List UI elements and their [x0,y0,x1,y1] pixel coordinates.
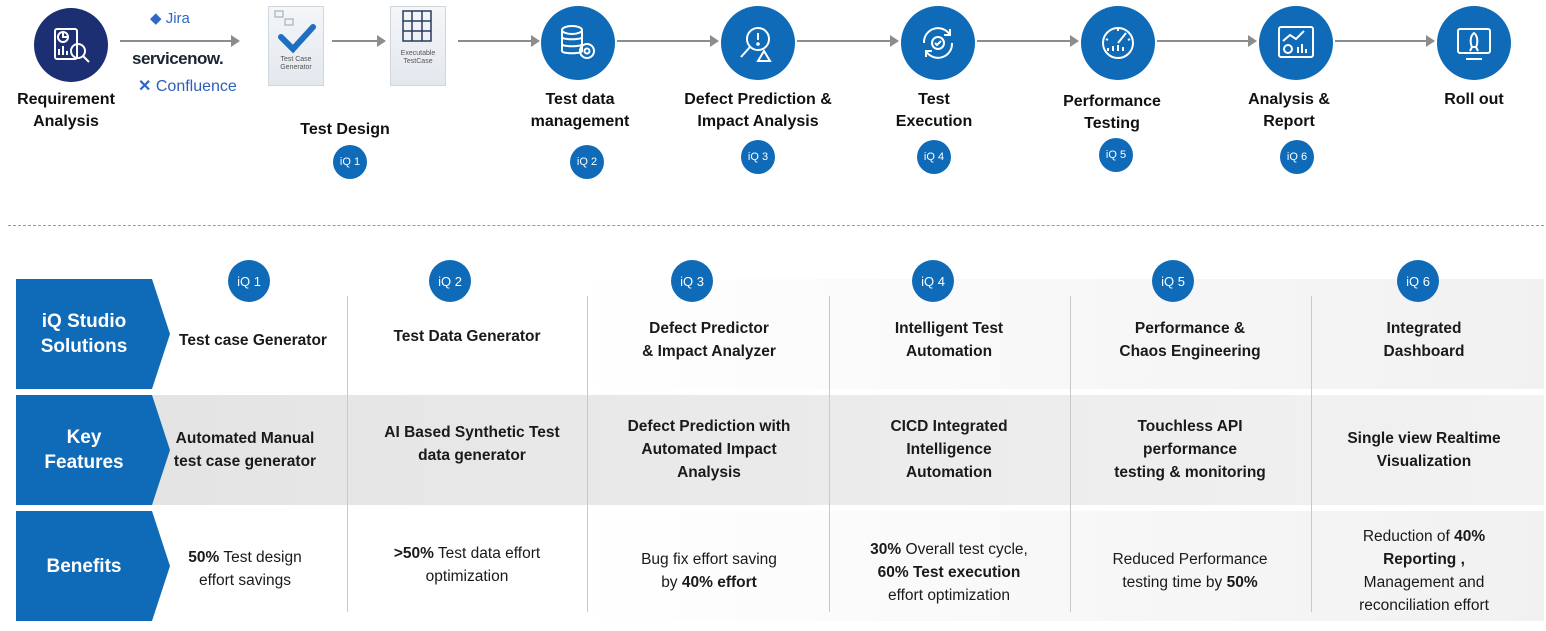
solution-cell: Performance & Chaos Engineering [1119,320,1261,360]
rocket-icon [1457,28,1491,60]
column-badge-iq2: iQ 2 [429,260,471,302]
benefit-cell: >50% Test data effort optimization [393,545,541,585]
row-label-benefits: Benefits [16,511,152,621]
grid-table-icon [402,10,432,42]
iq3-badge: iQ 3 [741,140,775,174]
column-separator [1070,296,1071,612]
feature-cell: Touchless API performance testing & moni… [1114,418,1266,481]
section-divider [8,225,1544,226]
stage-label-defect: Defect Prediction & Impact Analysis [684,91,832,130]
chart-analysis-icon [54,28,90,63]
flow-arrow [797,35,899,47]
feature-cell: Single view Realtime Visualization [1347,430,1501,470]
executable-testcase-document [390,6,446,86]
stage-label-performance: Performance Testing [1063,93,1161,132]
feature-cell: Defect Prediction with Automated Impact … [627,418,791,481]
row-label-features: Key Features [16,395,152,505]
stage-label-test-data: Test data management [530,91,630,130]
flow-arrow [617,35,719,47]
servicenow-logo: servicenow. [132,49,224,68]
benefit-cell: Reduction of 40% Reporting , Management … [1359,528,1489,614]
executable-testcase-caption: Executable TestCase [400,50,436,65]
test-case-generator-caption: Test Case Generator [280,56,312,71]
dashboard-icon [1278,26,1314,58]
iq4-badge: iQ 4 [917,140,951,174]
confluence-icon: ✕ [138,78,156,95]
stage-label-execution: Test Execution [895,91,973,130]
solution-cell: Test case Generator [179,332,327,349]
feature-cell: Automated Manual test case generator [173,430,317,470]
requirement-analysis-node [34,8,108,82]
test-case-generator-document [268,6,324,86]
iq5-badge: iQ 5 [1099,138,1133,172]
confluence-logo: ✕ Confluence [138,78,237,95]
flow-arrow [458,35,540,47]
flow-arrow [332,35,386,47]
roll-out-node [1437,6,1511,80]
column-badge-iq3: iQ 3 [671,260,713,302]
flow-arrow [120,35,240,47]
iq2-badge: iQ 2 [570,145,604,179]
benefit-cell: 30% Overall test cycle, 60% Test executi… [870,541,1028,604]
flow-arrow [977,35,1079,47]
flow-arrow [1157,35,1257,47]
test-execution-node [901,6,975,80]
benefit-cell: Reduced Performance testing time by 50% [1112,551,1268,591]
performance-testing-node [1081,6,1155,80]
column-separator [347,296,348,612]
analysis-report-node [1259,6,1333,80]
column-badge-iq4: iQ 4 [912,260,954,302]
test-data-management-node [541,6,615,80]
stage-label-test-design: Test Design [300,121,390,138]
feature-cell: CICD Integrated Intelligence Automation [890,418,1008,481]
row-label-solutions: iQ Studio Solutions [16,279,152,389]
solution-cell: Intelligent Test Automation [894,320,1004,360]
solution-cell: Integrated Dashboard [1383,320,1465,360]
cycle-gear-icon [922,27,954,59]
magnifier-alert-icon [740,27,772,62]
benefit-cell: 50% Test design effort savings [188,549,302,589]
feature-cell: AI Based Synthetic Test data generator [384,424,560,464]
column-badge-iq5: iQ 5 [1152,260,1194,302]
jira-icon: ◆ [150,10,166,27]
iq1-badge: iQ 1 [333,145,367,179]
checkmark-icon [274,10,316,54]
solution-cell: Defect Predictor & Impact Analyzer [642,320,776,360]
stage-label-analysis: Analysis & Report [1248,91,1330,130]
database-gear-icon [561,25,595,59]
column-separator [587,296,588,612]
column-badge-iq6: iQ 6 [1397,260,1439,302]
benefit-cell: Bug fix effort saving by 40% effort [641,551,777,591]
stage-label-requirement: Requirement Analysis [17,91,115,130]
iq6-badge: iQ 6 [1280,140,1314,174]
flow-arrow [1335,35,1435,47]
column-badge-iq1: iQ 1 [228,260,270,302]
column-separator [1311,296,1312,612]
column-separator [829,296,830,612]
defect-prediction-node [721,6,795,80]
stage-label-rollout: Roll out [1444,91,1504,108]
jira-logo: ◆ Jira [150,10,190,27]
solution-cell: Test Data Generator [393,328,541,345]
speedometer-icon [1102,27,1134,59]
